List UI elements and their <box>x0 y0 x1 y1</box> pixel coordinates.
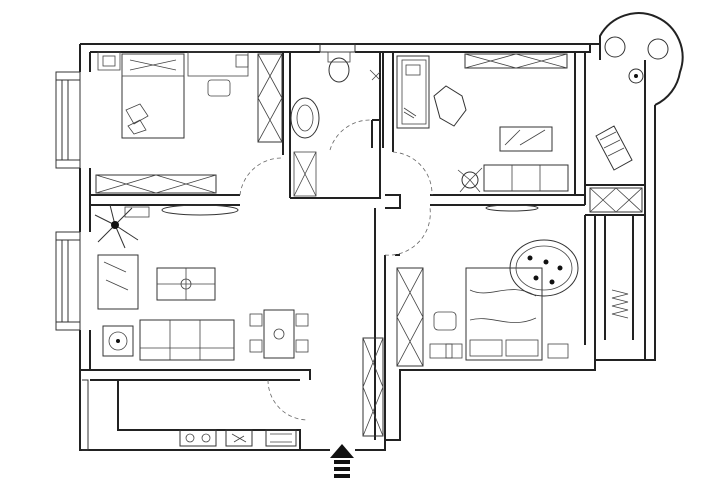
stove-icon <box>179 429 217 447</box>
sink-icon <box>290 97 320 139</box>
interior-walls <box>90 52 645 440</box>
sofa-icon <box>97 254 139 310</box>
toilet-icon <box>327 51 351 83</box>
entrance-arrow-icon <box>330 444 354 478</box>
lounge-chair-icon <box>595 125 633 171</box>
door-swings <box>239 119 433 421</box>
exterior-walls <box>79 43 656 451</box>
double-bed-icon <box>465 267 543 361</box>
potted-plant-icon <box>94 204 139 249</box>
study-room <box>396 53 569 212</box>
left-windows <box>55 71 89 451</box>
balcony <box>589 12 684 340</box>
sofa-icon <box>483 164 569 192</box>
bedroom-1 <box>95 51 283 194</box>
sofa-icon <box>139 319 235 361</box>
bedroom-2 <box>362 239 579 437</box>
dining-table-icon <box>249 309 309 359</box>
kitchen <box>179 429 297 447</box>
round-rug-icon <box>509 239 579 297</box>
potted-plant-icon <box>628 68 644 84</box>
living-room <box>94 204 309 361</box>
bathroom <box>290 43 381 197</box>
lounge-chair-icon <box>433 85 467 127</box>
potted-plant-icon <box>457 167 483 193</box>
double-bed-icon <box>121 53 185 139</box>
